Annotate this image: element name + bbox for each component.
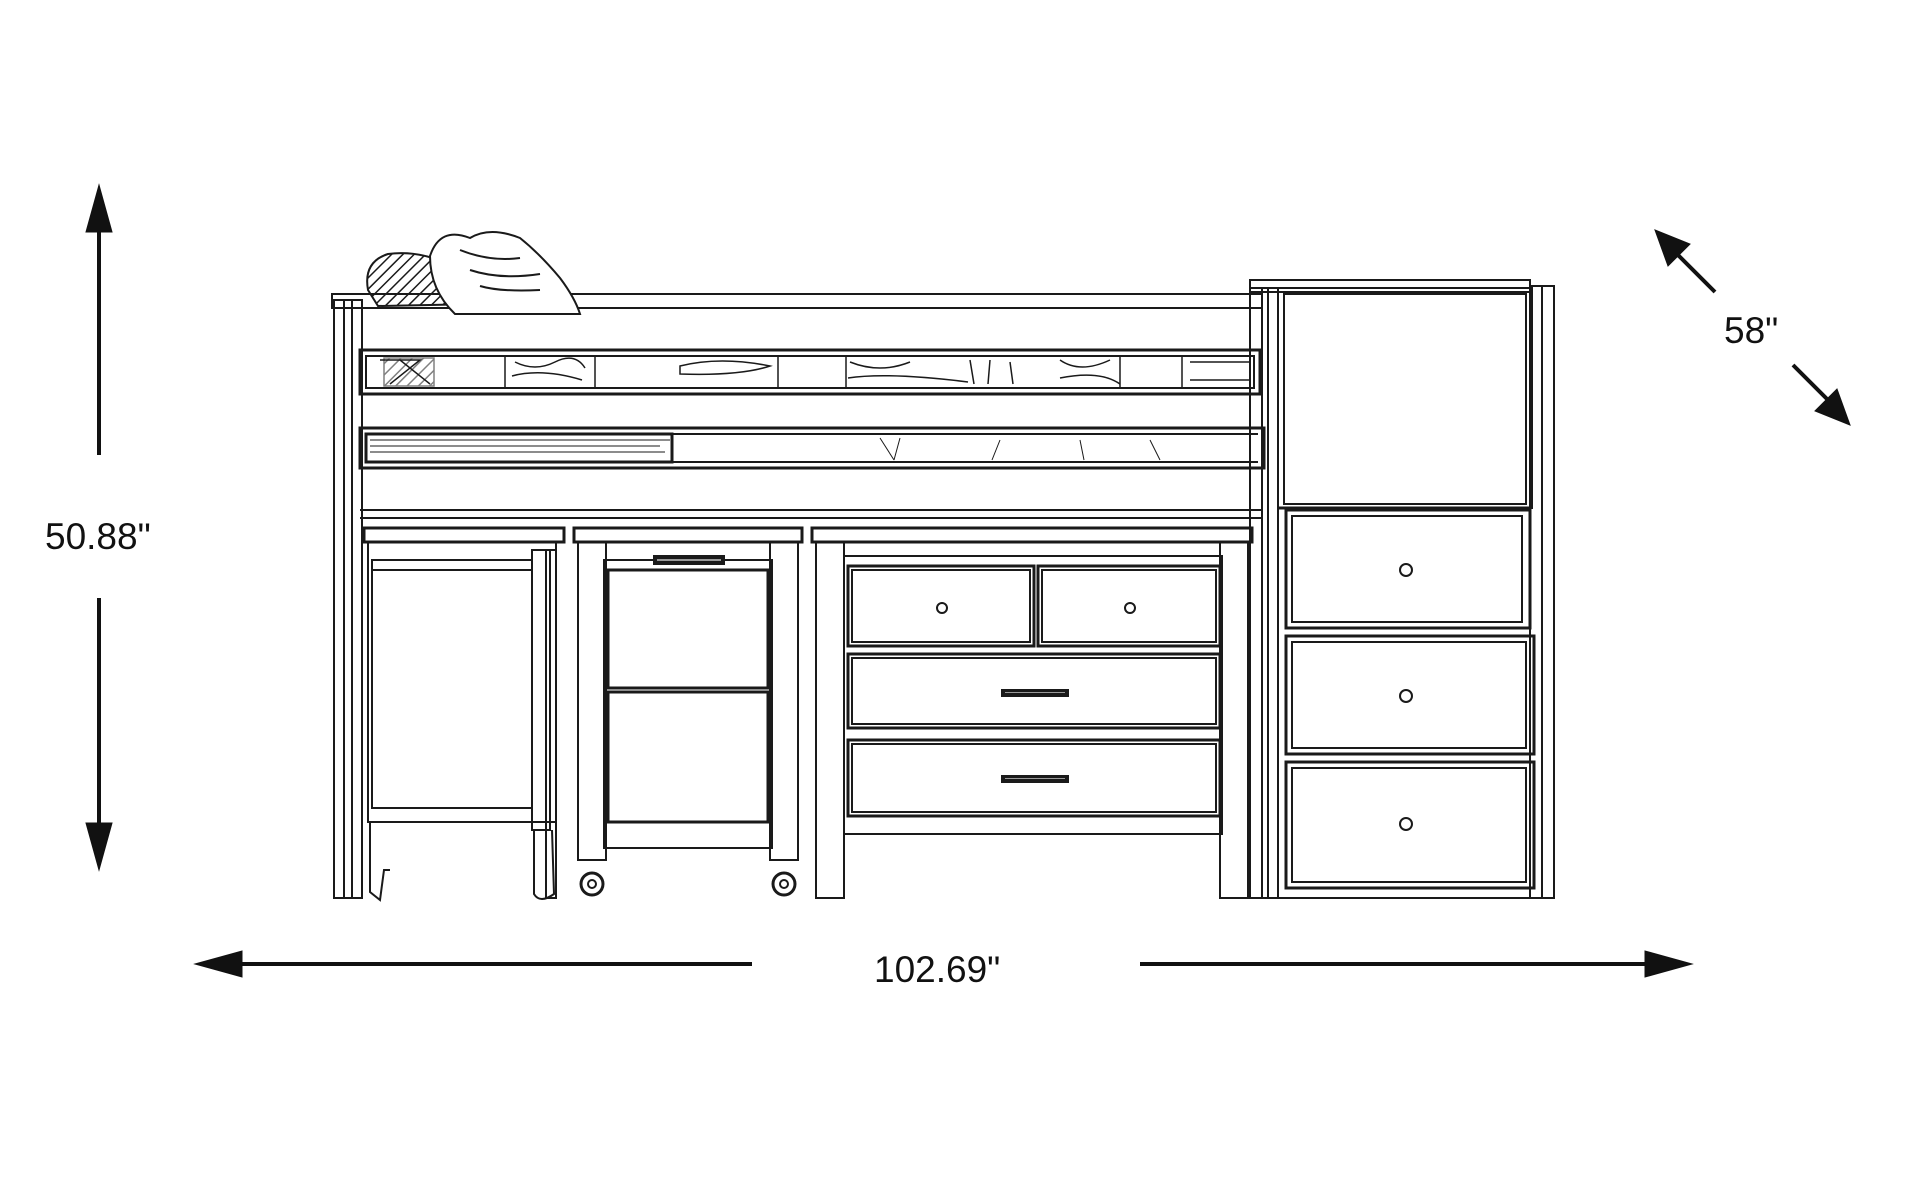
drawer-knob xyxy=(1399,689,1413,703)
pillows xyxy=(366,231,582,315)
drawer-knob xyxy=(1124,602,1136,614)
height-arrow xyxy=(85,183,113,872)
bookcase-unit xyxy=(362,526,566,902)
caster-wheel xyxy=(771,871,797,897)
depth-arrow xyxy=(1654,229,1851,426)
desk-pedestal xyxy=(572,526,804,897)
stair-storage-unit xyxy=(1249,279,1555,899)
height-dimension-label: 50.88" xyxy=(45,516,151,557)
caster-wheel xyxy=(579,871,605,897)
depth-dimension-label: 58" xyxy=(1724,310,1779,351)
mattress-texture xyxy=(370,355,1250,461)
drawer-knob xyxy=(936,602,948,614)
drawer-knob xyxy=(1399,563,1413,577)
width-dimension-label: 102.69" xyxy=(874,949,1001,990)
width-arrow xyxy=(193,950,1694,978)
loft-bed xyxy=(331,231,1279,899)
drawer-knob xyxy=(1399,817,1413,831)
dresser-unit xyxy=(810,526,1254,899)
